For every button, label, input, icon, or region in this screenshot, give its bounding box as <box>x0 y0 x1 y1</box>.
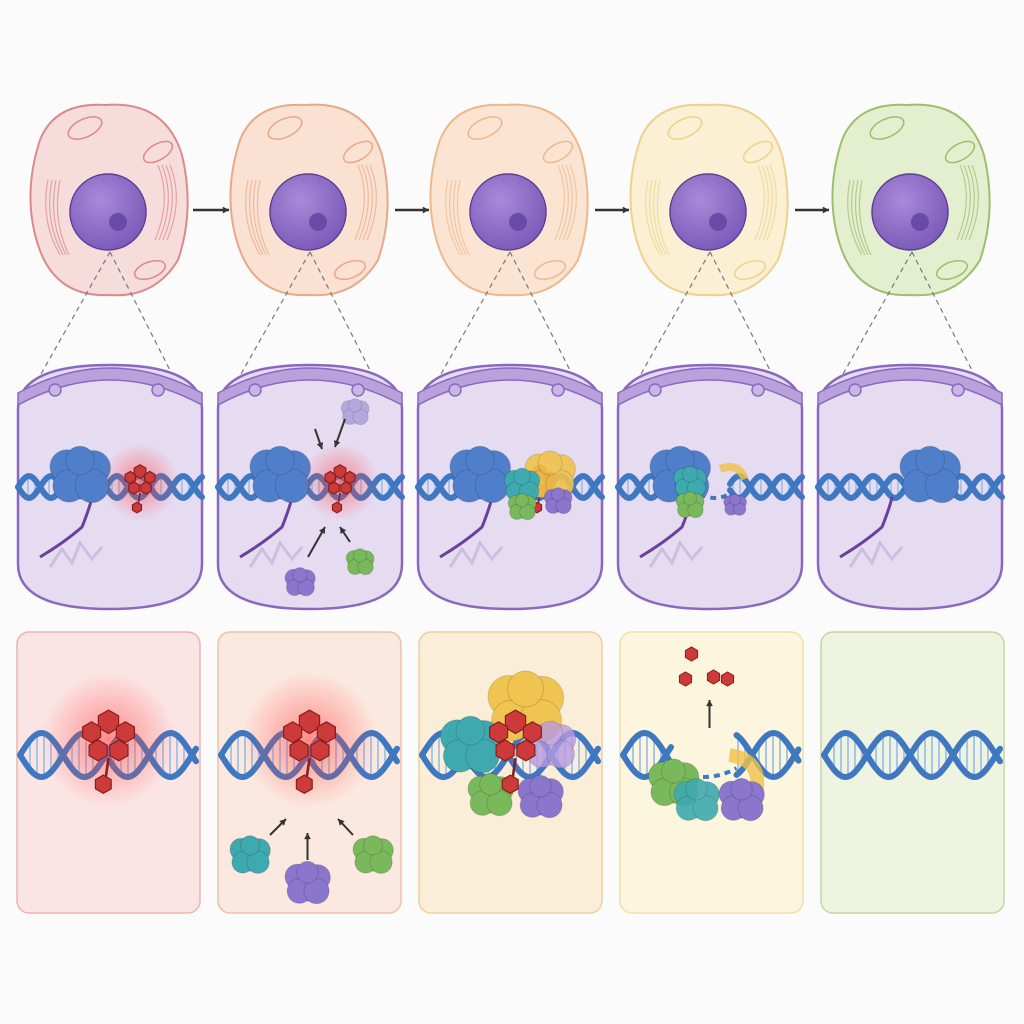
stage-arrow-2 <box>395 207 429 214</box>
nucleus <box>270 174 346 250</box>
nuclear-pore <box>352 384 364 396</box>
detail-panel-repaired <box>821 632 1004 913</box>
nucleus-closeup-damaged <box>18 365 202 609</box>
released-fragment <box>679 672 691 686</box>
nuclear-pore <box>552 384 564 396</box>
detail-row <box>17 632 1004 913</box>
rna-polymerase <box>900 446 960 502</box>
released-fragment <box>721 672 733 686</box>
nucleus-closeup-excised <box>618 365 802 609</box>
nucleolus <box>911 213 929 231</box>
repair-protein-green <box>676 492 704 518</box>
nucleus <box>70 174 146 250</box>
nuclear-pore <box>952 384 964 396</box>
cell-excised <box>630 105 787 296</box>
nucleolus <box>309 213 327 231</box>
nucleus <box>670 174 746 250</box>
repair-protein-teal <box>674 778 719 820</box>
nucleus-closeup-recruiting <box>218 365 402 609</box>
dna-lesion-detail <box>242 672 377 807</box>
rna-polymerase <box>450 446 510 502</box>
nuclear-pore <box>249 384 261 396</box>
repair-protein-green <box>353 836 393 874</box>
repair-protein-green <box>346 549 374 575</box>
repair-protein-purple <box>518 775 563 817</box>
nucleus-closeup-assembled <box>418 365 602 609</box>
dna-lesion-detail <box>41 672 176 807</box>
released-fragment <box>685 647 697 661</box>
repair-protein-teal <box>441 716 501 772</box>
stage-arrow-3 <box>595 207 629 214</box>
nucleolus <box>509 213 527 231</box>
nucleus <box>872 174 948 250</box>
cell-damaged <box>30 105 187 296</box>
nucleolus <box>109 213 127 231</box>
repair-protein-purple <box>724 494 747 515</box>
repair-protein-teal <box>230 836 270 874</box>
nuclear-pore <box>752 384 764 396</box>
cell-assembled <box>430 105 587 296</box>
released-fragment <box>707 670 719 684</box>
repair-protein-purple <box>719 778 764 820</box>
dna-lesion <box>301 443 379 521</box>
detail-panel-recruiting <box>218 632 401 913</box>
cell-row <box>30 105 989 296</box>
rna-polymerase <box>250 446 310 502</box>
stage-arrow-1 <box>193 207 229 214</box>
cell-repaired <box>832 105 989 296</box>
repair-protein-purple <box>544 488 572 514</box>
nuclear-pore <box>152 384 164 396</box>
nuclear-pore <box>649 384 661 396</box>
repair-protein-green <box>508 494 536 520</box>
detail-panel-damaged <box>17 632 200 913</box>
detail-panel-excised <box>620 632 803 913</box>
nucleus-row <box>18 365 1002 609</box>
repair-protein-purple <box>285 861 330 903</box>
nucleolus <box>709 213 727 231</box>
nucleus-closeup-repaired <box>818 365 1002 609</box>
nuclear-pore <box>449 384 461 396</box>
repair-protein-purple <box>285 568 315 596</box>
nuclear-pore <box>849 384 861 396</box>
detail-panel-assembled <box>419 632 602 913</box>
cell-recruiting <box>230 105 387 296</box>
dna-lesion <box>101 443 179 521</box>
nucleus <box>470 174 546 250</box>
stage-arrow-4 <box>795 207 829 214</box>
nuclear-pore <box>49 384 61 396</box>
rna-polymerase <box>50 446 110 502</box>
